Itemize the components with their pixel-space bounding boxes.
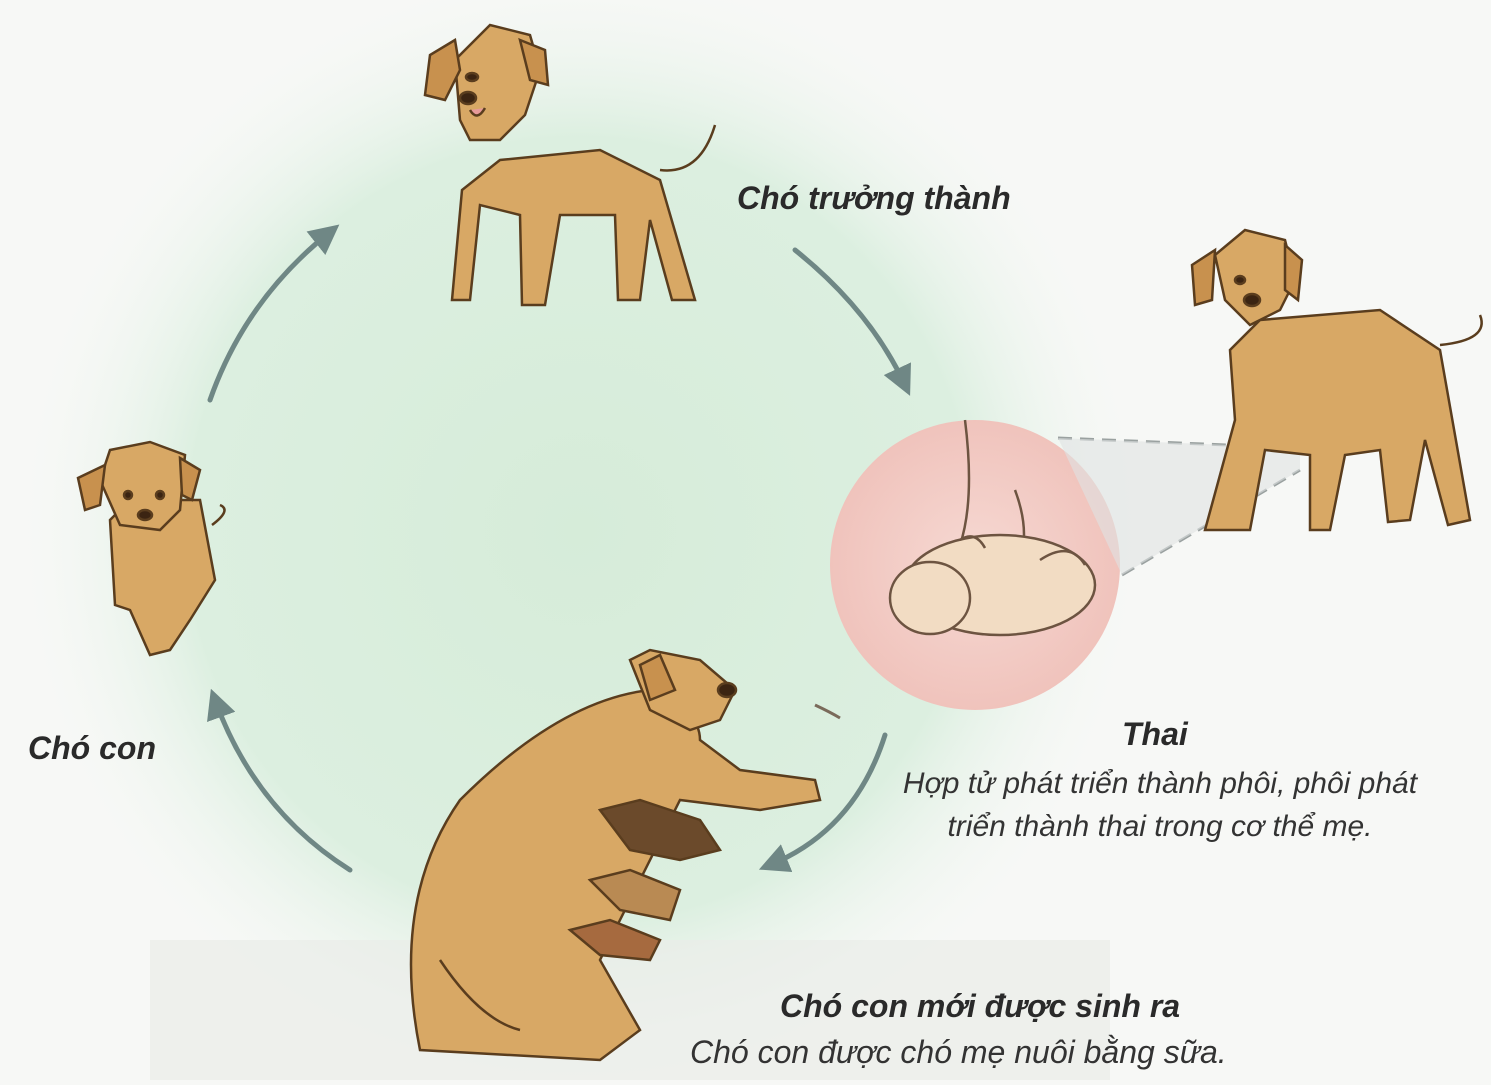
- stage-label-puppy: Chó con: [28, 730, 156, 767]
- pregnant-dog-icon: [1192, 230, 1482, 530]
- stage-label-adult: Chó trưởng thành: [737, 180, 1011, 217]
- stage-label-newborn: Chó con mới được sinh ra: [780, 988, 1180, 1025]
- stage-description-fetus: Hợp tử phát triển thành phôi, phôi phát …: [900, 762, 1420, 848]
- stage-label-fetus: Thai: [1122, 716, 1188, 753]
- stage-description-newborn: Chó con được chó mẹ nuôi bằng sữa.: [690, 1034, 1227, 1071]
